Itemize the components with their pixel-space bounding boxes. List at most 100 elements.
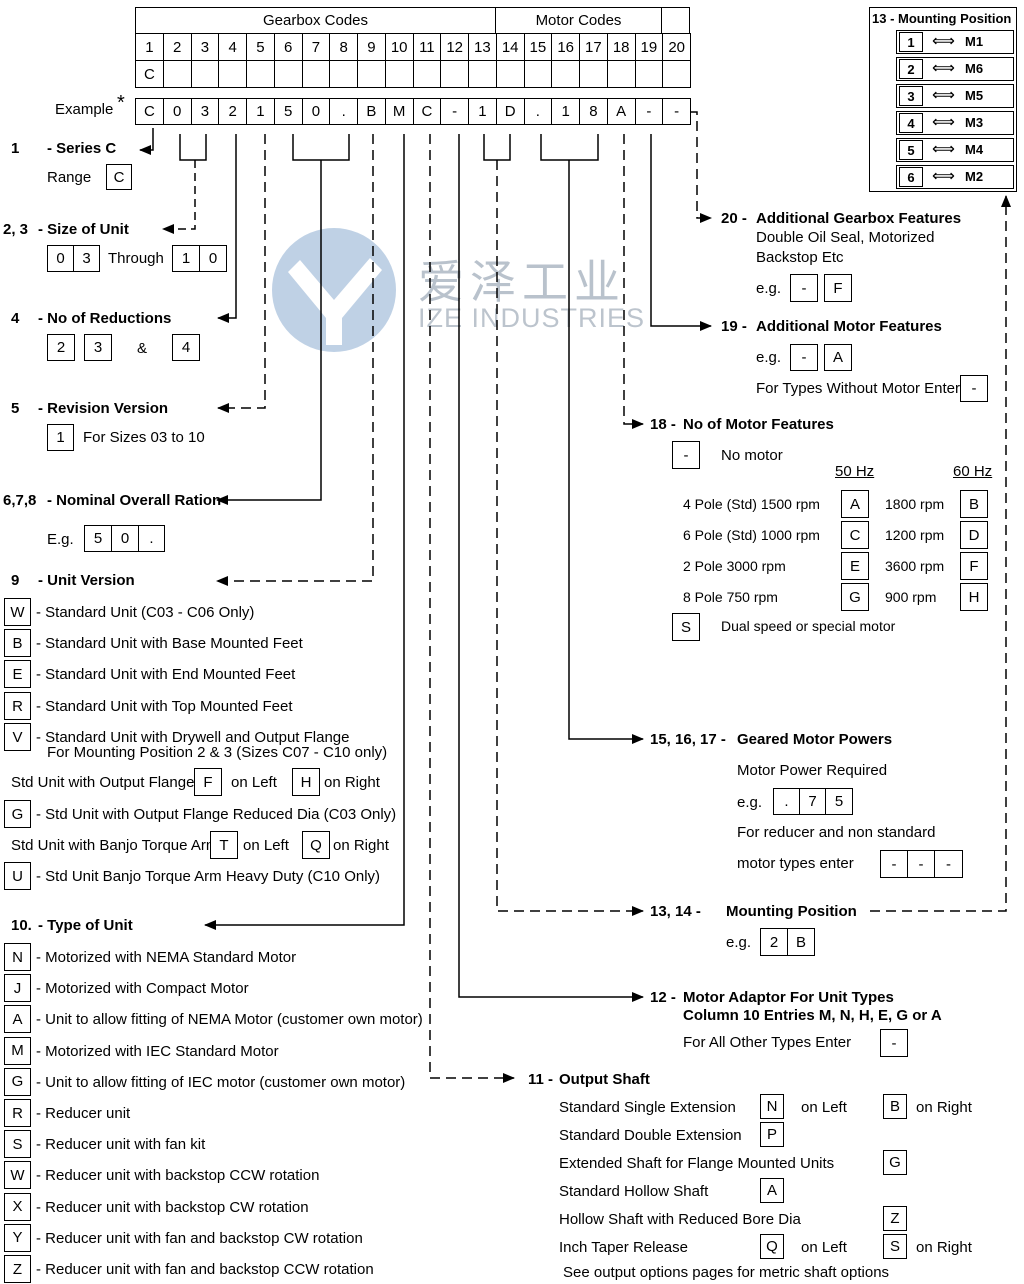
range-row-cell (218, 60, 248, 88)
unit-version-code-box: W (4, 598, 31, 626)
mounting-position-number-box: 4 (899, 113, 923, 133)
no-motor-box: - (672, 441, 700, 469)
mounting-position-row (896, 138, 1014, 162)
column-number-cell: 1 (135, 33, 164, 61)
f12-note: For All Other Types Enter (683, 1034, 852, 1051)
f15-enter-box: - (907, 850, 935, 878)
f18-title: No of Motor Features (683, 416, 834, 433)
reductions-number: 4 (11, 310, 20, 327)
revision-title: - Revision Version (38, 400, 169, 417)
unit-type-text: - Motorized with Compact Motor (36, 980, 249, 998)
f15-box: 7 (799, 788, 826, 815)
example-code-cell: 1 (468, 98, 497, 125)
size-from-digit-2: 3 (73, 245, 100, 272)
ratio-box: 5 (84, 525, 112, 552)
mounting-position-number-box: 5 (899, 140, 923, 160)
f19-note-box: - (960, 375, 988, 402)
heavy-duty-code-box: U (4, 862, 31, 890)
column-number-cell: 5 (246, 33, 275, 61)
series-number: 1 (11, 140, 20, 157)
unit-type-text: - Reducer unit with fan and backstop CCW… (36, 1261, 374, 1278)
example-code-cell: - (440, 98, 470, 125)
pole-60hz-code-box: B (960, 490, 988, 518)
f20-title: Additional Gearbox Features (756, 210, 962, 227)
f15-box: 5 (825, 788, 853, 815)
type-of-unit-title: - Type of Unit (38, 917, 133, 934)
range-row-cell (606, 60, 636, 88)
unit-type-code-box: R (4, 1099, 31, 1127)
example-code-cell: 8 (579, 98, 608, 125)
unit-type-code-box: N (4, 943, 31, 971)
mounting-position-title: 13 - Mounting Position (872, 11, 1012, 26)
unit-type-code-box: G (4, 1067, 31, 1096)
double-arrow-icon: ⟺ (932, 141, 955, 158)
example-code-cell: 1 (551, 98, 581, 125)
ratio-box: 0 (111, 525, 139, 552)
pole-60hz-code-box: H (960, 583, 988, 611)
mounting-position-code: M6 (965, 61, 984, 76)
double-arrow-icon: ⟺ (932, 33, 955, 50)
ratio-box: . (138, 525, 165, 552)
range-row-cell (273, 60, 303, 88)
mounting-position-panel (869, 7, 1017, 192)
unit-version-text-line2: For Mounting Position 2 & 3 (Sizes C07 -… (47, 744, 388, 761)
revision-code-box: 1 (47, 424, 74, 451)
mounting-position-row (896, 84, 1014, 108)
output-shaft-right-label: on Right (916, 1099, 972, 1116)
column-number-cell: 9 (357, 33, 386, 61)
output-shaft-left-box: Q (760, 1234, 784, 1259)
output-shaft-right-box: B (883, 1094, 907, 1119)
example-code-cell: 0 (162, 98, 192, 125)
unit-version-code-box: R (4, 692, 31, 720)
example-code-cell: M (384, 98, 414, 125)
reductions-and-label: & (137, 340, 148, 357)
output-shaft-left-label: on Left (801, 1239, 847, 1256)
f11-title: Output Shaft (559, 1071, 650, 1088)
unit-type-code-box: Z (4, 1255, 31, 1283)
double-arrow-icon: ⟺ (932, 60, 955, 77)
unit-version-text: - Standard Unit with Top Mounted Feet (36, 698, 293, 715)
f20-line2: Backstop Etc (756, 249, 844, 266)
example-code-cell: D (495, 98, 525, 125)
mounting-position-number-box: 6 (899, 167, 923, 187)
hz60-heading: 60 Hz (953, 463, 993, 480)
unit-version-text: - Standard Unit with Drywell and Output … (36, 729, 350, 746)
heavy-duty-text: - Std Unit Banjo Torque Arm Heavy Duty (… (36, 868, 381, 885)
f15-enter-box: - (934, 850, 963, 878)
column-number-cell: 2 (162, 33, 192, 61)
f18-number: 18 - (650, 416, 676, 433)
revision-text: For Sizes 03 to 10 (83, 429, 205, 446)
unit-type-text: - Reducer unit with backstop CW rotation (36, 1198, 309, 1216)
size-title: - Size of Unit (38, 221, 129, 238)
output-shaft-right-box: Z (883, 1206, 907, 1231)
column-number-cell: 19 (634, 33, 664, 61)
f19-box: A (824, 344, 852, 371)
range-row-cell (579, 60, 608, 88)
f20-box: - (790, 274, 818, 302)
banjo-right-label: on Right (333, 837, 389, 854)
f15-number: 15, 16, 17 - (650, 731, 726, 748)
example-code-cell: . (523, 98, 553, 125)
range-row-cell (329, 60, 359, 88)
output-shaft-label: Standard Double Extension (559, 1127, 742, 1144)
pole-50hz-code-box: C (841, 521, 869, 549)
unit-type-code-box: Y (4, 1223, 31, 1252)
motor-codes-heading: Motor Codes (495, 7, 662, 34)
f20-number: 20 - (721, 210, 747, 227)
f15-eg-label: e.g. (737, 794, 763, 811)
example-code-cell: - (634, 98, 664, 125)
f12-number: 12 - (650, 989, 676, 1006)
f11-footer: See output options pages for metric shaf… (563, 1264, 890, 1281)
pole-50hz-code-box: G (841, 583, 869, 611)
special-motor-box: S (672, 613, 700, 641)
output-shaft-right-label: on Right (916, 1239, 972, 1256)
unit-type-text: - Reducer unit (36, 1105, 131, 1122)
output-shaft-left-box: N (760, 1094, 784, 1119)
range-code-box: C (106, 164, 132, 190)
column-number-cell: 13 (468, 33, 497, 61)
column-number-cell: 3 (190, 33, 220, 61)
f13-number: 13, 14 - (650, 903, 701, 920)
range-row-cell (495, 60, 525, 88)
